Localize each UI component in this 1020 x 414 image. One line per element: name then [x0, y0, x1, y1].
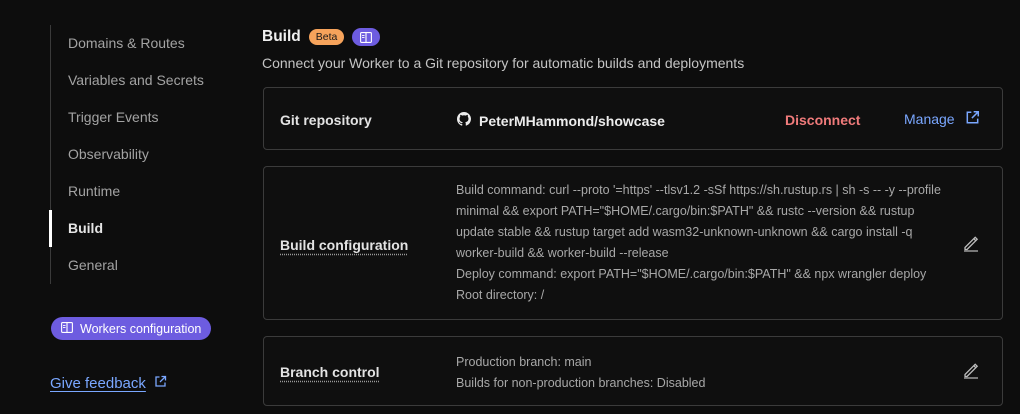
build-command-line: update stable && rustup target add wasm3… [456, 225, 913, 239]
sidebar-item-runtime[interactable]: Runtime [68, 183, 121, 199]
give-feedback-link[interactable]: Give feedback [50, 375, 167, 392]
root-directory-line: Root directory: / [456, 288, 545, 302]
external-link-icon [965, 110, 980, 128]
manage-label: Manage [904, 111, 955, 127]
branch-control-details: Production branch: main Builds for non-p… [456, 352, 705, 394]
git-repository-card: Git repository PeterMHammond/showcase Di… [263, 87, 1003, 150]
page-title: Build [262, 28, 301, 45]
build-configuration-card: Build configuration Build command: curl … [263, 166, 1003, 320]
settings-nav: Domains & Routes Variables and Secrets T… [49, 25, 250, 284]
build-command-line: Build command: curl --proto '=https' --t… [456, 183, 941, 197]
build-command-line: worker-build && worker-build --release [456, 246, 669, 260]
settings-sidebar: Domains & Routes Variables and Secrets T… [49, 25, 250, 392]
workers-configuration-button[interactable]: Workers configuration [51, 317, 212, 340]
build-main: Build Beta Connect your Worker to a Git … [262, 26, 1003, 406]
disconnect-button[interactable]: Disconnect [785, 112, 861, 128]
github-icon [457, 112, 471, 129]
deploy-command-line: Deploy command: export PATH="$HOME/.carg… [456, 267, 927, 281]
sidebar-item-observability[interactable]: Observability [68, 146, 149, 162]
build-header: Build Beta [262, 26, 1003, 48]
git-repository-label: Git repository [280, 112, 372, 128]
branch-control-label: Branch control [280, 364, 380, 380]
production-branch-line: Production branch: main [456, 355, 592, 369]
sidebar-item-build[interactable]: Build [49, 210, 250, 247]
sidebar-item-general[interactable]: General [68, 257, 118, 273]
workers-configuration-label: Workers configuration [80, 321, 202, 336]
docs-book-icon[interactable] [352, 28, 381, 46]
edit-branch-control-pencil-icon[interactable] [962, 361, 982, 381]
build-configuration-details: Build command: curl --proto '=https' --t… [456, 180, 941, 306]
manage-link[interactable]: Manage [904, 110, 980, 128]
give-feedback-label: Give feedback [50, 375, 146, 392]
non-production-builds-line: Builds for non-production branches: Disa… [456, 376, 706, 390]
sidebar-item-domains-routes[interactable]: Domains & Routes [68, 35, 185, 51]
book-icon [61, 321, 73, 336]
sidebar-item-variables-secrets[interactable]: Variables and Secrets [68, 72, 204, 88]
edit-build-configuration-pencil-icon[interactable] [962, 234, 982, 254]
branch-control-card: Branch control Production branch: main B… [263, 336, 1003, 406]
beta-badge: Beta [308, 29, 345, 45]
sidebar-item-trigger-events[interactable]: Trigger Events [68, 109, 159, 125]
repo-link[interactable]: PeterMHammond/showcase [457, 112, 665, 129]
repo-name: PeterMHammond/showcase [479, 112, 665, 129]
page-subtitle: Connect your Worker to a Git repository … [262, 55, 745, 71]
external-link-icon [154, 375, 167, 392]
build-configuration-label: Build configuration [280, 237, 409, 253]
build-command-line: minimal && export PATH="$HOME/.cargo/bin… [456, 204, 915, 218]
